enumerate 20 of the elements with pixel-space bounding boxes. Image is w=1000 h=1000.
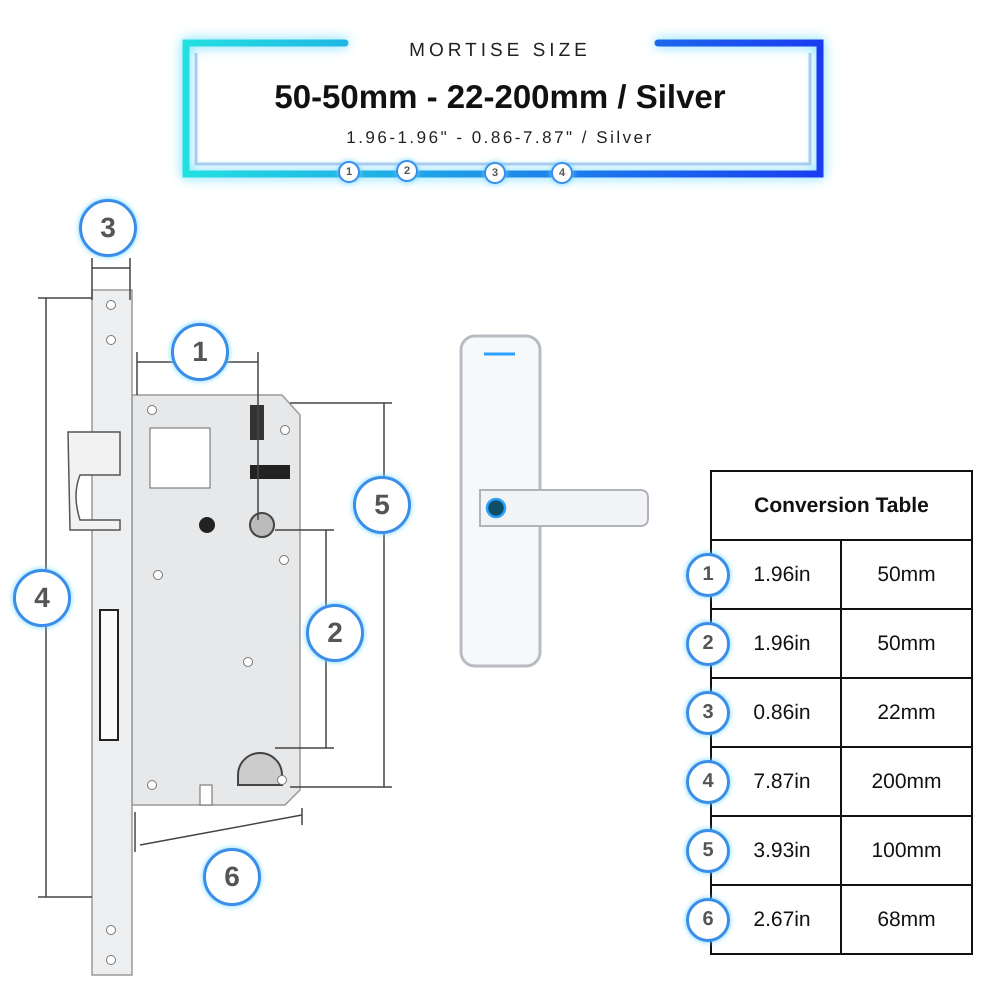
- callout-number: 1: [171, 323, 229, 381]
- table-cell: 68mm: [840, 884, 973, 955]
- callout-number: 2: [396, 160, 418, 182]
- callout-number: 3: [686, 690, 730, 734]
- callout-number: 4: [551, 162, 573, 184]
- callout-number: 5: [686, 828, 730, 872]
- callout-number: 4: [686, 760, 730, 804]
- size-text: 1.96-1.96" - 0.86-7.87" / Silver: [345, 128, 655, 148]
- table-header: Conversion Table: [710, 470, 973, 541]
- callout-number: 3: [79, 199, 137, 257]
- callout-number: 6: [203, 848, 261, 906]
- callout-number: 2: [306, 604, 364, 662]
- callout-number: 3: [484, 162, 506, 184]
- callout-number: 5: [353, 476, 411, 534]
- size-text: 50-50mm - 22-200mm / Silver: [273, 78, 727, 116]
- callout-number: 1: [686, 552, 730, 596]
- callout-number: 4: [13, 569, 71, 627]
- callout-number: 1: [338, 161, 360, 183]
- callout-number: 2: [686, 622, 730, 666]
- heading: MORTISE SIZE: [408, 40, 592, 62]
